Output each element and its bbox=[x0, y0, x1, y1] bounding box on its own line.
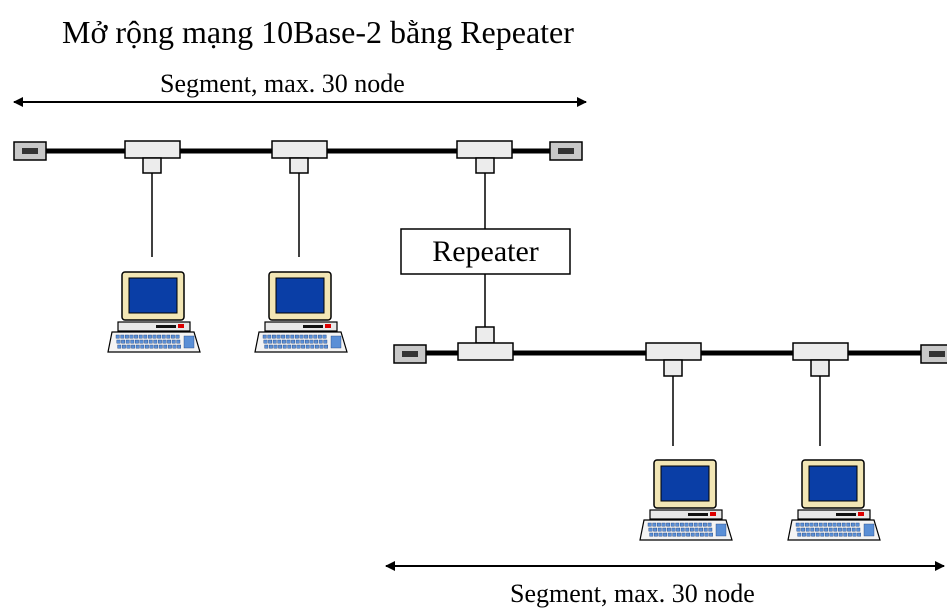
workstation-top-1 bbox=[107, 271, 201, 353]
system-unit bbox=[797, 509, 871, 520]
system-unit bbox=[649, 509, 723, 520]
t-connector-bottom-1 bbox=[645, 342, 702, 377]
repeater-box: Repeater bbox=[400, 228, 571, 275]
top-segment-label: Segment, max. 30 node bbox=[160, 69, 405, 98]
screen bbox=[275, 277, 325, 314]
screen bbox=[128, 277, 178, 314]
system-unit bbox=[264, 321, 338, 332]
t-connector-top-3 bbox=[456, 140, 513, 174]
workstation-bottom-1 bbox=[639, 459, 733, 541]
system-unit bbox=[117, 321, 191, 332]
terminator-top-left bbox=[13, 141, 47, 161]
screen bbox=[660, 465, 710, 502]
terminator-bottom-left bbox=[393, 344, 427, 364]
workstation-bottom-2 bbox=[787, 459, 881, 541]
diagram-title: Mở rộng mạng 10Base-2 bằng Repeater bbox=[62, 14, 574, 50]
bottom-segment-label: Segment, max. 30 node bbox=[510, 579, 755, 608]
t-connector-top-2 bbox=[271, 140, 328, 174]
terminator-bottom-right bbox=[920, 344, 947, 364]
t-connector-top-1 bbox=[124, 140, 181, 174]
t-connector-bottom-repeater bbox=[457, 326, 514, 361]
t-connector-bottom-2 bbox=[792, 342, 849, 377]
repeater-label: Repeater bbox=[432, 235, 539, 268]
workstation-top-2 bbox=[254, 271, 348, 353]
screen bbox=[808, 465, 858, 502]
terminator-top-right bbox=[549, 141, 583, 161]
